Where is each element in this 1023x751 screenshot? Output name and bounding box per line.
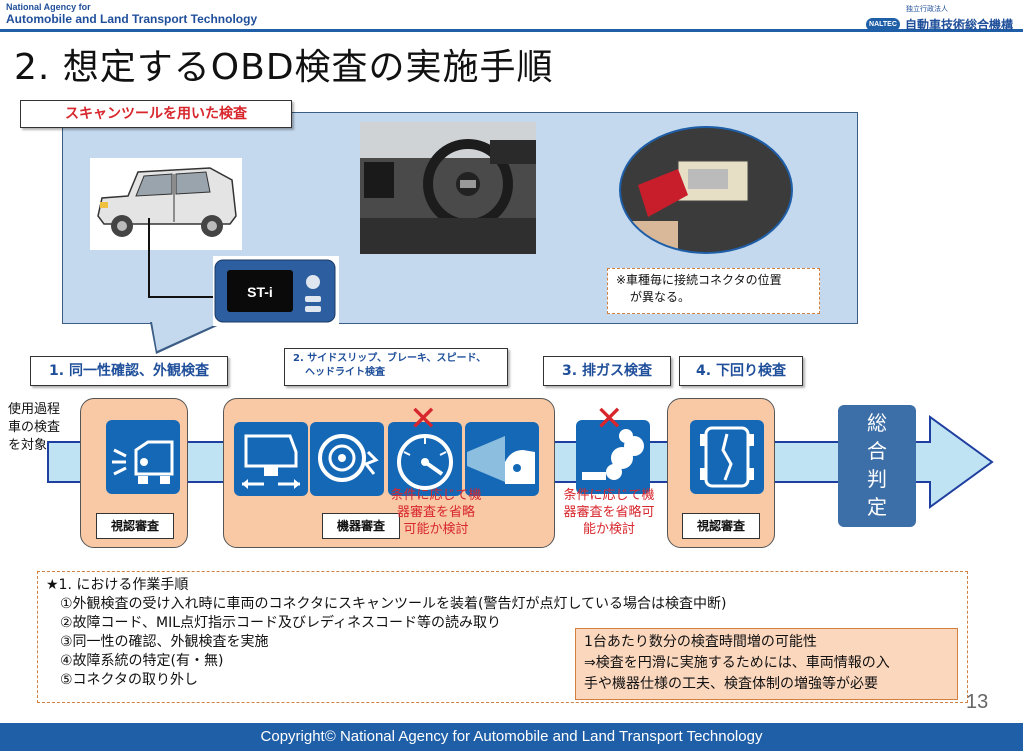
group-1-label: 視認審査 <box>96 513 174 539</box>
headlight-tester-icon <box>465 422 539 496</box>
footer-copyright: Copyright© National Agency for Automobil… <box>0 723 1023 751</box>
impact-line-3: 手や機器仕様の工夫、検査体制の増強等が必要 <box>584 676 878 692</box>
header-bar: National Agency for Automobile and Land … <box>0 0 1023 32</box>
procedure-item-1: ①外観検査の受け入れ時に車両のコネクタにスキャンツールを装着(警告灯が点灯してい… <box>60 596 727 612</box>
obd-connector-image <box>618 125 794 255</box>
speed-condition-note: 条件に応じて機 器審査を省略 可能か検討 <box>378 487 494 538</box>
procedure-notes: ★1. における作業手順 ①外観検査の受け入れ時に車両のコネクタにスキャンツール… <box>37 571 968 703</box>
side-slip-icon <box>234 422 308 496</box>
cable-vertical <box>148 218 150 298</box>
scanner-brand-text: ST-i <box>247 284 273 300</box>
target-line-3: を対象 <box>8 438 48 453</box>
overall-judgment-char-3: 判 <box>867 467 887 491</box>
step-1-label: 1. 同一性確認、外観検査 <box>30 356 228 386</box>
exhaust-condition-line1: 条件に応じて機 <box>563 488 655 503</box>
step-2-label: 2. サイドスリップ、ブレーキ、スピード、 ヘッドライト検査 <box>284 348 508 386</box>
procedure-item-5: ⑤コネクタの取り外し <box>60 672 198 688</box>
overall-judgment-char-1: 総 <box>867 411 887 435</box>
skip-mark-speed-icon: ✕ <box>409 399 438 439</box>
impact-line-1: 1台あたり数分の検査時間増の可能性 <box>584 634 817 650</box>
callout-tail-fill <box>152 322 221 351</box>
step-2-label-line2: ヘッドライト検査 <box>305 367 385 378</box>
step-2-label-line1: 2. サイドスリップ、ブレーキ、スピード、 <box>293 353 487 364</box>
procedure-item-4: ④故障系統の特定(有・無) <box>60 653 224 669</box>
org-name-jp: 独立行政法人 NALTEC 自動車技術総合機構 <box>866 4 1013 33</box>
exhaust-gas-icon <box>576 420 650 494</box>
exhaust-condition-line3: 能か検討 <box>582 522 635 537</box>
org-type-label: 独立行政法人 <box>906 5 949 13</box>
exhaust-condition-note: 条件に応じて機 器審査を省略可 能か検討 <box>548 487 670 538</box>
group-3-label: 視認審査 <box>682 513 760 539</box>
procedure-item-3: ③同一性の確認、外観検査を実施 <box>60 634 269 650</box>
car-image <box>90 158 242 250</box>
speed-condition-line3: 可能か検討 <box>403 522 469 537</box>
naltec-logo: NALTEC <box>866 18 900 31</box>
step-3-label: 3. 排ガス検査 <box>543 356 671 386</box>
overall-judgment-char-4: 定 <box>867 495 887 519</box>
overall-judgment-char-2: 合 <box>867 439 887 463</box>
cable-horizontal <box>148 296 216 298</box>
impact-line-2: ⇒検査を円滑に実施するためには、車両情報の入 <box>584 655 890 671</box>
connector-note: ※車種毎に接続コネクタの位置 が異なる。 <box>607 268 820 314</box>
group-2-label: 機器審査 <box>322 513 400 539</box>
scan-tool-label: スキャンツールを用いた検査 <box>20 100 292 128</box>
procedure-item-2: ②故障コード、MIL点灯指示コード及びレディネスコード等の読み取り <box>60 615 502 631</box>
skip-mark-exhaust-icon: ✕ <box>595 399 624 439</box>
step-4-label: 4. 下回り検査 <box>679 356 803 386</box>
page-number: 13 <box>966 691 989 713</box>
speedometer-icon <box>388 422 462 496</box>
speed-condition-line2: 器審査を省略 <box>396 505 475 520</box>
org-name-en-line2: Automobile and Land Transport Technology <box>6 11 258 26</box>
connector-note-line2: が異なる。 <box>630 290 691 304</box>
procedure-notes-heading: ★1. における作業手順 <box>46 577 189 593</box>
overall-judgment-box: 総 合 判 定 <box>838 405 916 527</box>
org-name-en-line1: National Agency for <box>6 2 91 12</box>
target-line-1: 使用過程 <box>8 402 61 417</box>
undercarriage-icon <box>690 420 764 494</box>
page-title: 2. 想定するOBD検査の実施手順 <box>14 47 554 88</box>
scan-tool-image: ST-i <box>213 256 339 326</box>
impact-box: 1台あたり数分の検査時間増の可能性 ⇒検査を円滑に実施するためには、車両情報の入… <box>575 628 958 700</box>
speed-condition-line1: 条件に応じて機 <box>390 488 482 503</box>
exhaust-condition-line2: 器審査を省略可 <box>563 505 655 520</box>
headlight-car-icon <box>106 420 180 494</box>
org-name-jp-text: 自動車技術総合機構 <box>904 18 1013 32</box>
brake-icon <box>310 422 384 496</box>
dashboard-image <box>360 122 536 254</box>
connector-note-line1: ※車種毎に接続コネクタの位置 <box>616 273 782 287</box>
org-name-en: National Agency for Automobile and Land … <box>6 2 258 26</box>
target-line-2: 車の検査 <box>8 420 61 435</box>
target-description: 使用過程 車の検査 を対象 <box>8 401 60 455</box>
